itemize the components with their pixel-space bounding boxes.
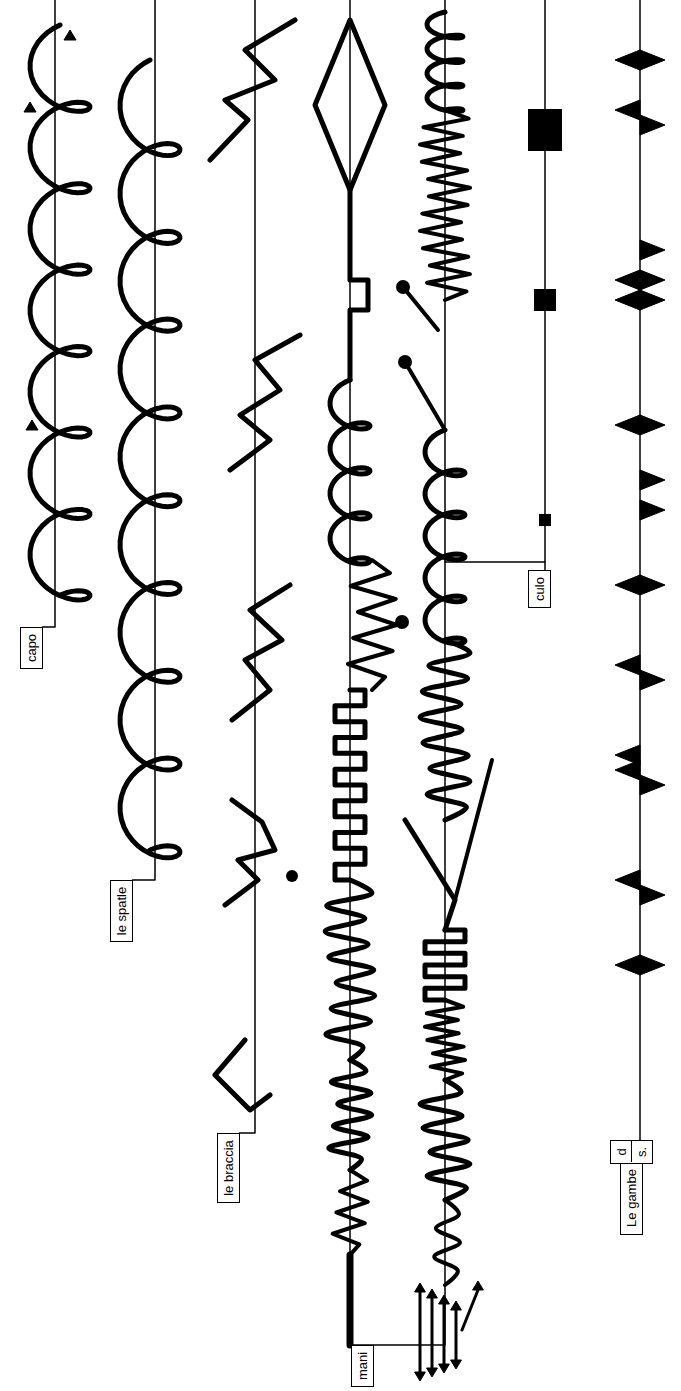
leg-triangle — [640, 240, 665, 260]
label-box: capo — [20, 627, 43, 669]
label-box: le spatle — [110, 880, 133, 942]
part-label: capo — [23, 633, 38, 661]
leg-triangle — [640, 470, 665, 490]
label-box: mani — [351, 1345, 374, 1387]
dot-symbol — [286, 870, 298, 882]
leg-triangle — [640, 775, 665, 795]
leg-triangle — [615, 50, 640, 70]
staff-line — [133, 0, 156, 880]
hand-v-stroke — [405, 820, 455, 930]
dot-symbol — [396, 280, 410, 294]
staff-line — [639, 0, 641, 1140]
leg-triangle — [640, 115, 665, 135]
leg-triangle — [615, 575, 640, 595]
arrow-head — [451, 1301, 462, 1310]
leg-triangle — [615, 270, 640, 290]
hand-v-stroke — [455, 760, 492, 900]
shoulder-gesture — [120, 60, 180, 858]
staff-line — [350, 0, 445, 1345]
arrow-head — [26, 420, 38, 430]
hand-arrow — [462, 1290, 478, 1330]
arm-zigzag — [210, 20, 295, 160]
leg-triangle — [615, 655, 640, 675]
leg-triangle — [615, 290, 640, 310]
part-label: s. — [634, 1146, 649, 1156]
leg-triangle — [640, 290, 665, 310]
arrow-head — [451, 1360, 462, 1369]
part-label: Le gambe — [623, 1169, 638, 1227]
hand-arrow — [455, 1310, 458, 1360]
part-label: d — [613, 1148, 628, 1155]
dot-symbol — [398, 355, 412, 369]
leg-triangle — [640, 670, 665, 690]
hand-arrow — [419, 1292, 422, 1372]
leg-triangle — [615, 415, 640, 435]
head-gesture — [30, 25, 90, 600]
arm-zigzag — [215, 1040, 270, 1110]
staff-line — [240, 0, 256, 1133]
hand-step — [350, 190, 368, 380]
arrow-head — [415, 1283, 426, 1292]
leg-triangle — [640, 50, 665, 70]
staff-line — [544, 562, 546, 570]
leg-triangle — [640, 575, 665, 595]
arrow-head — [64, 30, 76, 40]
leg-triangle — [615, 955, 640, 975]
part-label: mani — [354, 1351, 369, 1379]
leg-triangle — [640, 500, 665, 520]
staff-line — [445, 0, 545, 562]
arm-zigzag — [225, 800, 275, 905]
arrow-head — [24, 102, 36, 112]
label-cell: mani — [352, 1346, 372, 1385]
label-cell: le spatle — [111, 881, 131, 940]
part-label: le spatle — [113, 886, 128, 934]
label-box: le braccia — [217, 1133, 240, 1203]
hand-arrow — [431, 1298, 434, 1368]
leg-triangle — [615, 870, 640, 890]
arrow-head — [439, 1295, 450, 1304]
label-cell: s. — [631, 1141, 651, 1162]
part-label: le braccia — [220, 1140, 235, 1196]
label-box: culo — [528, 570, 551, 608]
leg-triangle — [615, 745, 640, 765]
label-cell: Le gambe — [621, 1164, 641, 1233]
leg-triangle — [640, 885, 665, 905]
hand-stroke — [403, 287, 438, 330]
label-cell: capo — [21, 628, 41, 667]
label-box: d s. — [610, 1140, 653, 1164]
arm-zigzag — [232, 585, 290, 720]
label-cell: le braccia — [218, 1134, 238, 1201]
part-label: culo — [531, 577, 546, 601]
leg-triangle — [640, 955, 665, 975]
hand-zigzag — [348, 560, 397, 690]
label-box: Le gambe — [620, 1163, 643, 1235]
arrow-head — [473, 1281, 484, 1290]
dot-symbol — [395, 615, 409, 629]
arrow-head — [427, 1368, 438, 1377]
label-cell: culo — [529, 571, 549, 606]
hand-stroke — [405, 362, 445, 430]
staff-line — [43, 0, 56, 627]
label-cell: d — [611, 1141, 631, 1162]
arrow-head — [415, 1372, 426, 1381]
leg-triangle — [615, 100, 640, 120]
hand-wave — [434, 1200, 460, 1285]
arm-zigzag — [230, 335, 300, 470]
leg-triangle — [640, 415, 665, 435]
arrow-head — [439, 1364, 450, 1373]
leg-triangle — [640, 270, 665, 290]
arrow-head — [427, 1289, 438, 1298]
